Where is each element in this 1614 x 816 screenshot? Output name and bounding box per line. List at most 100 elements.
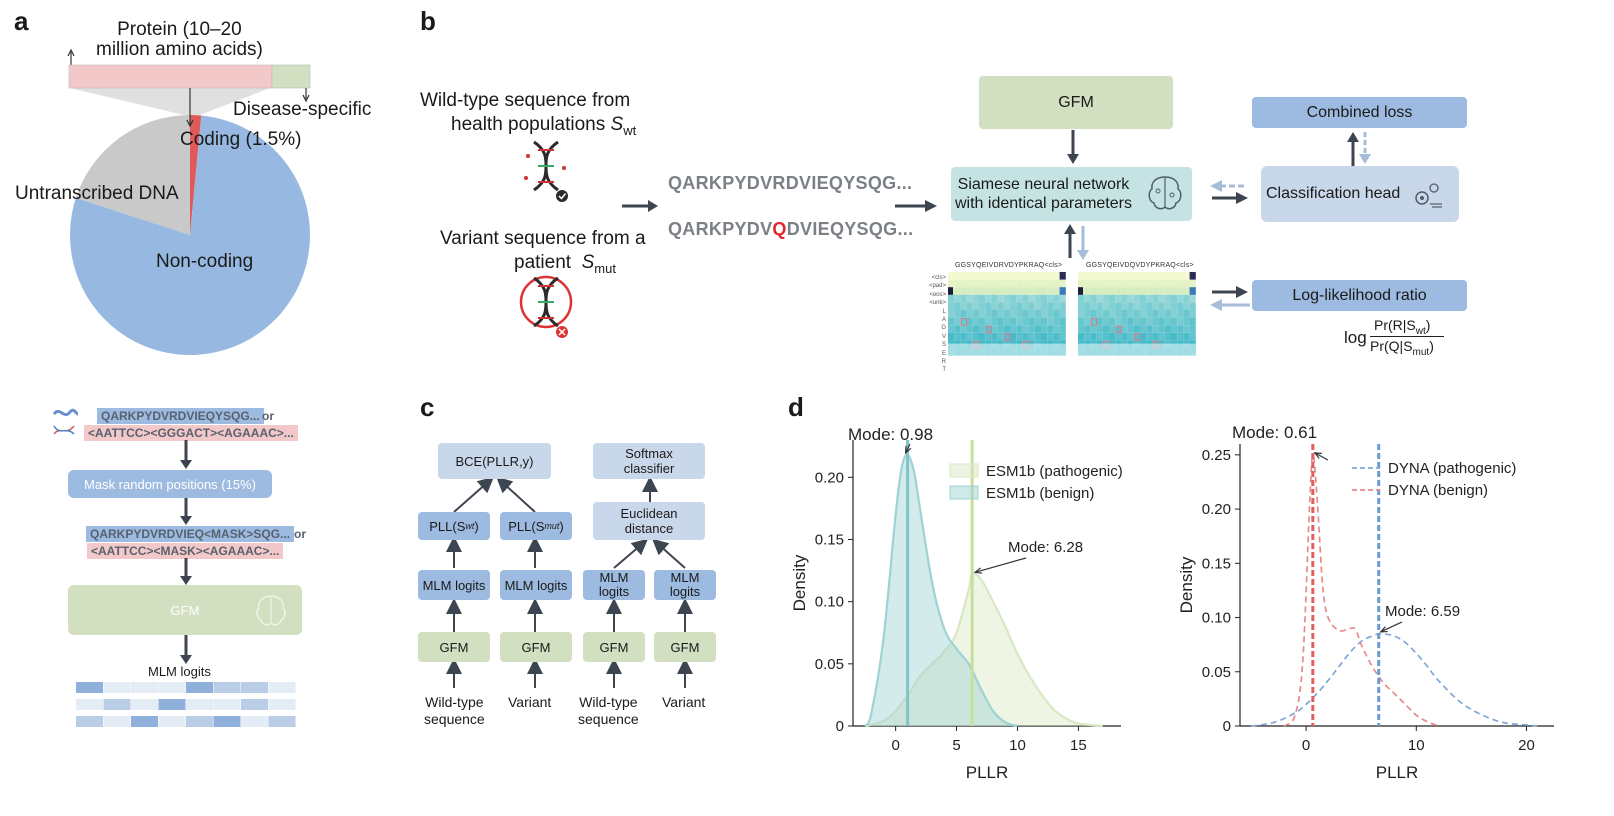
heatmap-cell [985,302,992,310]
heatmap-cell [1115,279,1122,288]
heatmap-cell [1084,287,1091,295]
heatmap-cell [1115,317,1122,326]
heatmap-cell [1133,332,1140,341]
logit-cell [158,682,186,693]
gfm-box-wt-2: GFM [583,632,645,662]
heatmap-cell [948,332,955,341]
heatmap-cell [979,317,986,326]
heatmap-cell [1158,325,1165,333]
heatmap-cell [1177,310,1184,318]
y-axis-label: Density [1180,556,1196,613]
logit-cell [186,699,213,710]
heatmap-cell [1028,310,1035,318]
pie-slice-coding [190,115,202,235]
heatmap-cell [1152,279,1159,288]
heatmap-cell [948,317,955,326]
heatmap-cell [1041,310,1048,318]
heatmap-cell [1152,310,1159,318]
heatmap-cell [1146,317,1153,326]
heatmap-cell [1096,332,1103,341]
heatmap-highlight [1115,325,1122,334]
heatmap-cell [1133,272,1140,280]
heatmap-cell [1047,325,1054,333]
heatmap-cell [979,325,986,333]
y-tick-label: 0.20 [1202,501,1231,518]
heatmap-cell [997,302,1004,310]
heatmap-cell [966,279,973,288]
heatmap-cell [1152,325,1159,333]
x-mark-icon [558,328,566,336]
heatmap-cell [1034,310,1041,318]
heatmap-cell [1177,325,1184,333]
y-tick-label: 0.15 [1202,555,1231,572]
heatmap-cell [1102,325,1109,333]
heatmap-cell [1028,272,1035,280]
variant-input-label: Variant [508,694,552,710]
pie-slice-noncoding [70,115,310,356]
heatmap-cell [1152,302,1159,310]
heatmap-cell [991,287,998,295]
heatmap-cell [1171,287,1178,295]
heatmap-highlight [1090,318,1098,326]
y-tick-label: 0.10 [815,594,844,611]
heatmap-cell [1090,287,1097,295]
heatmap-cell [1171,332,1178,341]
heatmap-cell [1034,287,1041,295]
heatmap-cell [1022,302,1029,310]
heatmap-cell [1121,272,1128,280]
heatmap-cell [985,325,992,333]
variant-seq: QARKPYDVQDVIEQYSQG... [668,219,914,239]
heatmap-cell [1096,310,1103,318]
heatmap-cell [954,287,961,295]
heatmap-cell [960,279,967,288]
heatmap-cell [1028,302,1035,310]
heatmap-cell [1164,294,1171,303]
dna-mutant-icon [519,275,573,338]
heatmap-cell [954,279,961,288]
logit-cell [241,699,268,710]
heatmap-marker [948,287,953,295]
x-tick-label: 10 [1408,737,1425,754]
heatmap-cell [1047,310,1054,318]
heatmap-cell [1146,272,1153,280]
heatmap-cell [1053,325,1060,333]
heatmap-cell [1078,279,1085,288]
heatmap-cell [1028,279,1035,288]
heatmap-marker [1189,287,1196,295]
heatmap-cell [1171,272,1178,280]
heatmap-cell [1096,279,1103,288]
input-protein-seq: QARKPYDVRDVIEQYSQG... [97,408,264,424]
heatmap-cell [1146,294,1153,303]
heatmap-cell [1084,272,1091,280]
mlm-logits-grid [76,682,296,727]
zoom-funnel [70,88,270,116]
heatmap-cell [1053,279,1060,288]
heatmap-cell [1121,287,1128,295]
heatmap-cell [1115,287,1122,295]
logit-cell [103,682,131,693]
heatmap-highlight [985,325,992,334]
heatmap-cell [1109,294,1116,303]
heatmap-cell [1158,287,1165,295]
logit-cell [268,716,296,727]
wildtype-label-line2: health populations Swt [451,114,637,138]
heatmap-cell [1127,294,1134,303]
heatmap-marker [1059,287,1066,295]
brain-network-icon [1148,176,1182,210]
heatmap-cell [997,272,1004,280]
heatmap-cell [966,272,973,280]
heatmap-cell [1177,294,1184,303]
heatmap-cell [1059,317,1066,326]
logit-cell [76,699,103,710]
heatmap-cell [979,279,986,288]
siamese-network-box: Siamese neural network with identical pa… [951,167,1192,221]
heatmap-cell [1164,302,1171,310]
llr-formula-numerator: Pr(R|Swt) [1374,317,1431,337]
heatmap-cell [1140,294,1147,303]
protein-label: Protein (10–20 million amino acids) [96,19,263,60]
heatmap-cell [1096,294,1103,303]
heatmap-cell [1053,272,1060,280]
heatmap-cell [1022,294,1029,303]
heatmap-cell [1102,332,1109,341]
heatmap-cell [1146,332,1153,341]
